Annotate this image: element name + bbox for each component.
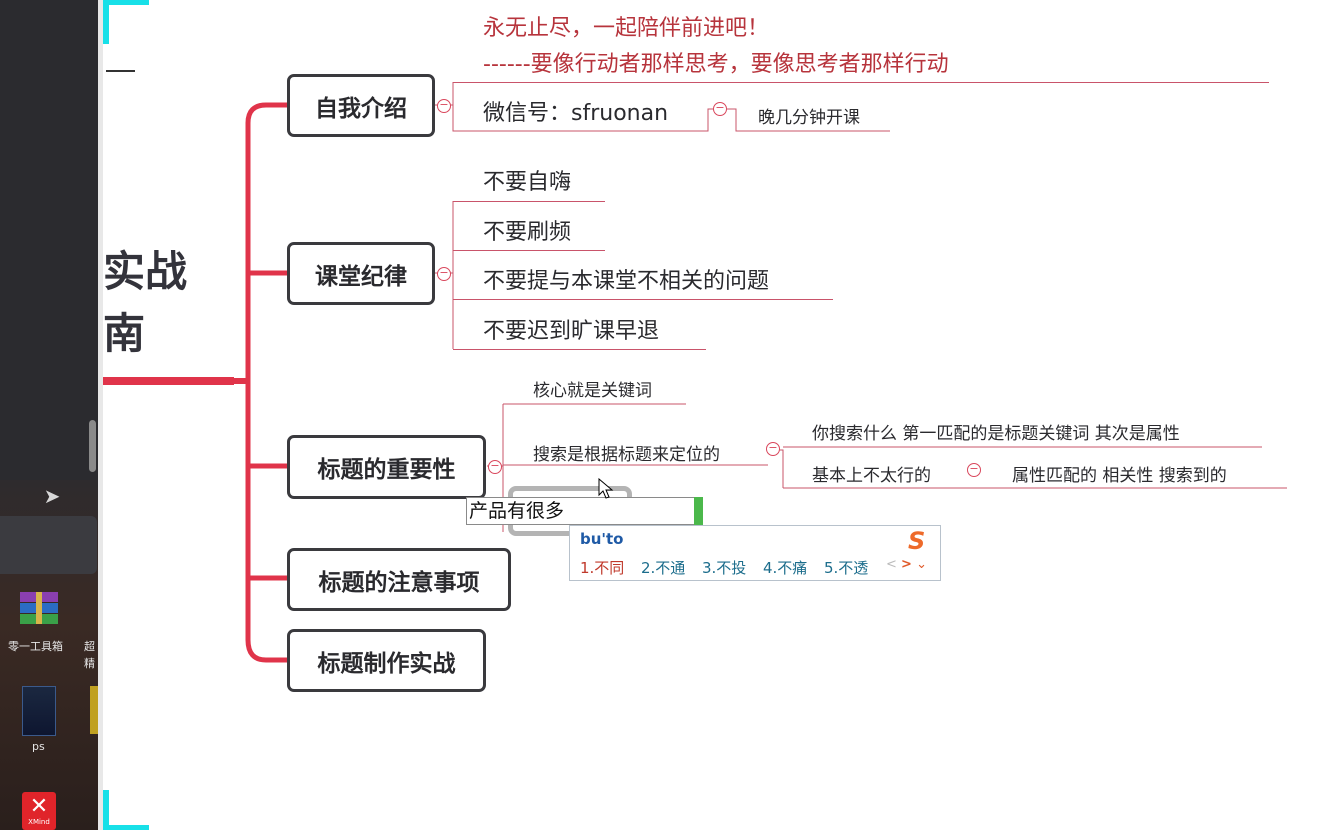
topic-self-intro[interactable]: 自我介绍 [287, 74, 435, 137]
side-panel [0, 0, 98, 480]
ime-candidate[interactable]: 1.不同 [580, 559, 625, 577]
subtopic-rule[interactable]: 不要刷频 [483, 220, 572, 245]
subtopic-search-match[interactable]: 你搜索什么 第一匹配的是标题关键词 其次是属性 [812, 424, 1180, 444]
collapse-icon[interactable]: − [713, 102, 727, 116]
subtopic-underline [453, 201, 605, 202]
scrollbar-thumb[interactable] [89, 420, 96, 472]
quote-line[interactable]: 永无止尽，一起陪伴前进吧！ [483, 16, 770, 41]
selection-corner [103, 0, 149, 5]
subtopic-underline [453, 349, 706, 350]
subtopic-search-by-title[interactable]: 搜索是根据标题来定位的 [533, 445, 720, 465]
divider [106, 70, 135, 72]
desktop-icon-label[interactable]: 零一工具箱 [8, 640, 63, 653]
subtopic-core-keyword[interactable]: 核心就是关键词 [533, 381, 652, 401]
central-topic-underline [103, 377, 234, 385]
subtopic-attribute-match[interactable]: 属性匹配的 相关性 搜索到的 [1012, 466, 1227, 486]
subtopic-edit-input[interactable]: 产品有很多 [466, 497, 701, 525]
topic-class-rules[interactable]: 课堂纪律 [287, 242, 435, 305]
collapse-icon[interactable]: − [437, 99, 451, 113]
mouse-cursor-icon [598, 478, 614, 499]
app-icon[interactable] [90, 686, 98, 734]
ime-candidate[interactable]: 3.不投 [702, 559, 747, 577]
ime-candidate[interactable]: 2.不通 [641, 559, 686, 577]
subtopic-underline [453, 299, 833, 300]
subtopic-rule[interactable]: 不要提与本课堂不相关的问题 [483, 269, 770, 294]
topic-title-notes[interactable]: 标题的注意事项 [287, 548, 511, 611]
send-icon[interactable]: ➤ [43, 484, 61, 508]
desktop-icon-label[interactable]: 精 [84, 657, 95, 670]
subtopic-late-start[interactable]: 晚几分钟开课 [758, 108, 860, 128]
collapse-icon[interactable]: − [766, 442, 780, 456]
topic-title-importance[interactable]: 标题的重要性 [287, 435, 486, 499]
subtopic-not-work[interactable]: 基本上不太行的 [812, 466, 931, 486]
collapse-icon[interactable]: − [437, 267, 451, 281]
collapse-icon[interactable]: − [488, 460, 502, 474]
desktop-icon-label[interactable]: ps [32, 740, 45, 753]
quote-underline [453, 82, 1269, 83]
ime-candidate[interactable]: 5.不透 [824, 559, 869, 577]
collapse-icon[interactable]: − [967, 463, 981, 477]
resize-handle[interactable] [694, 497, 703, 525]
desktop-icon-label[interactable]: 超 [84, 640, 95, 653]
subtopic-rule[interactable]: 不要自嗨 [483, 170, 572, 195]
selection-corner [103, 825, 149, 830]
ime-candidate-window [569, 525, 941, 581]
xmind-icon-label: XMind [28, 818, 50, 826]
subtopic-wechat[interactable]: 微信号：sfruonan [483, 101, 669, 126]
topic-title-practice[interactable]: 标题制作实战 [287, 629, 486, 692]
ime-pinyin-input: bu'to [580, 530, 624, 548]
sogou-logo-icon: S [908, 527, 926, 555]
subtopic-underline [453, 250, 605, 251]
quote-line[interactable]: ------要像行动者那样思考，要像思考者那样行动 [483, 52, 949, 77]
ime-candidate[interactable]: 4.不痛 [763, 559, 808, 577]
ps-icon[interactable] [22, 686, 56, 736]
central-topic-line[interactable]: 南 [103, 310, 146, 357]
window-border [98, 0, 103, 830]
side-panel-tile[interactable] [0, 516, 97, 574]
winrar-icon[interactable] [18, 590, 60, 626]
xmind-icon[interactable]: ✕ [22, 792, 56, 830]
subtopic-rule[interactable]: 不要迟到旷课早退 [483, 319, 660, 344]
selection-corner [103, 0, 109, 44]
ime-page-arrows-icon[interactable]: < > ⌄ [886, 557, 927, 572]
selection-corner [103, 790, 109, 830]
central-topic-line[interactable]: 实战 [103, 248, 188, 295]
